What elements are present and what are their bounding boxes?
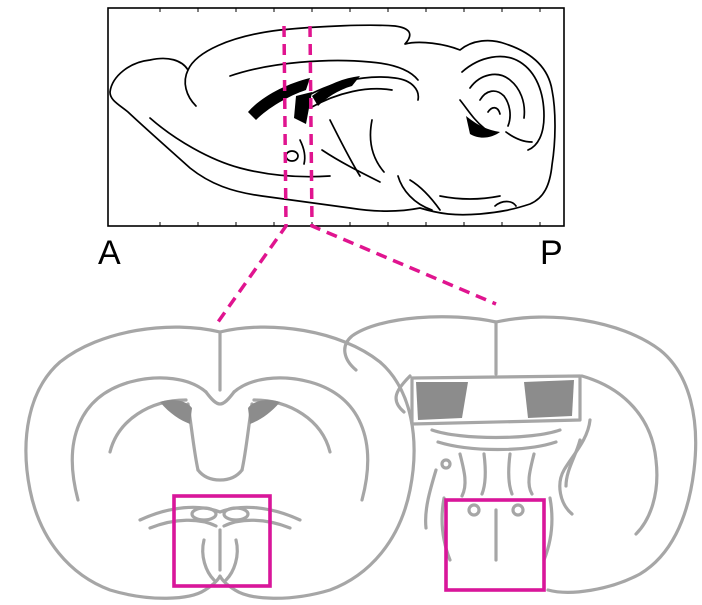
anterior-label: A: [98, 236, 121, 270]
sagittal-panel: [108, 8, 564, 226]
posterior-label: P: [540, 236, 563, 270]
coronal-posterior-ventricles: [416, 380, 574, 420]
region-box-anterior: [174, 496, 270, 586]
coronal-section-posterior: [345, 317, 696, 593]
